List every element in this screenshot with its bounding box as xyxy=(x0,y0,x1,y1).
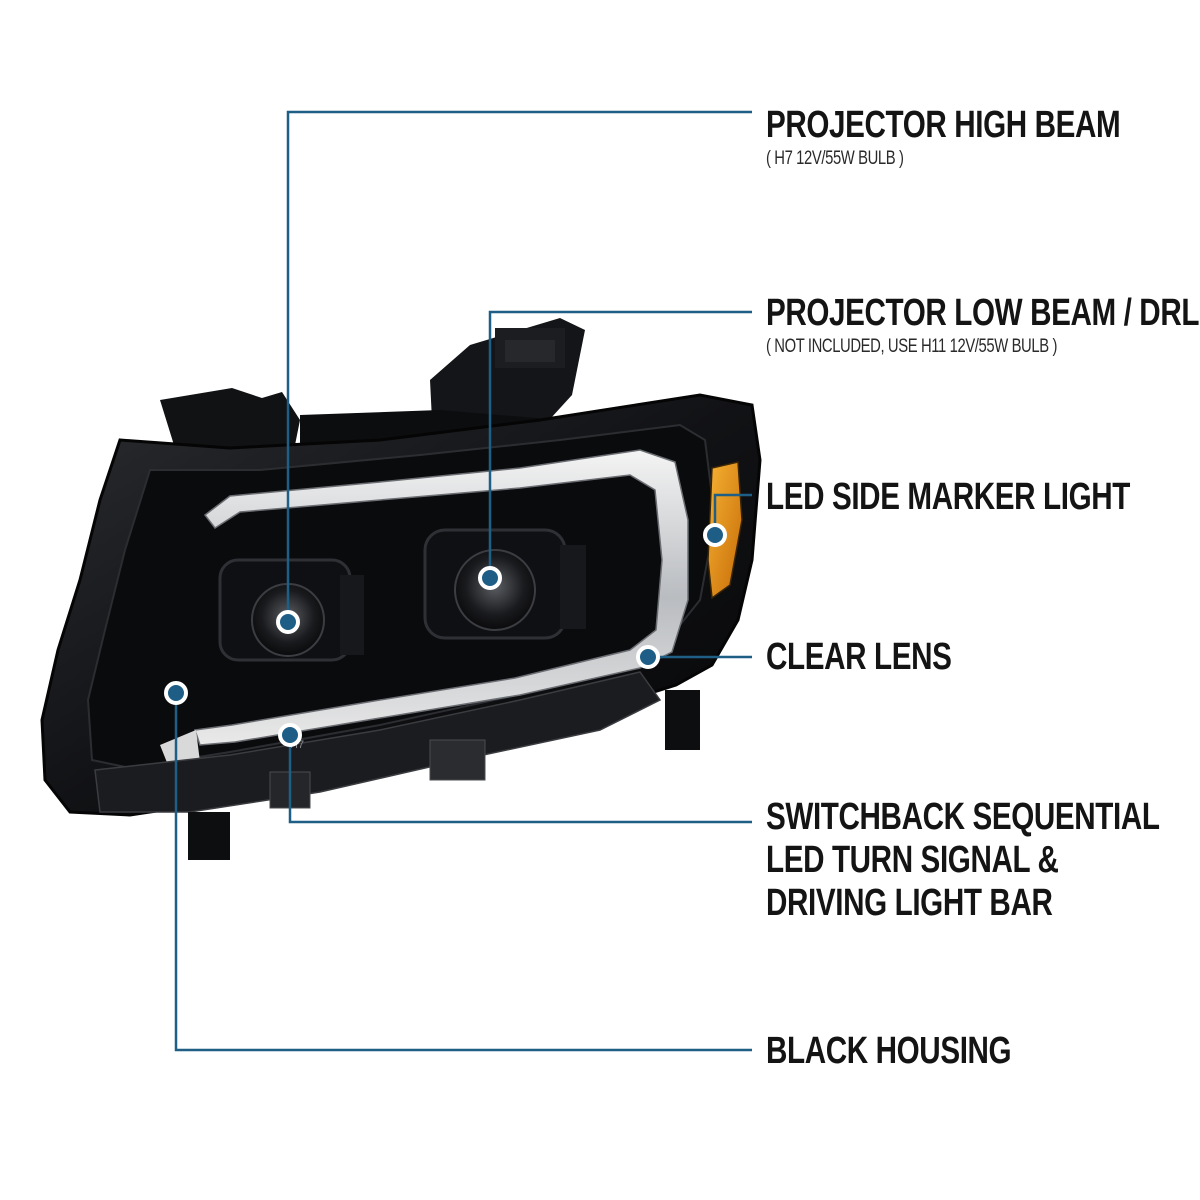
dot-high-beam xyxy=(276,610,300,634)
leader-switchback xyxy=(288,735,752,824)
label-switchback: SWITCHBACK SEQUENTIAL LED TURN SIGNAL & … xyxy=(766,796,1160,925)
label-high-beam: PROJECTOR HIGH BEAM ( H7 12V/55W BULB ) xyxy=(766,104,1121,170)
side-marker-title: LED SIDE MARKER LIGHT xyxy=(766,476,1130,518)
dot-clear-lens xyxy=(636,645,660,669)
leader-lines xyxy=(174,110,752,1052)
leader-black-housing xyxy=(174,693,752,1052)
dot-black-housing xyxy=(164,681,188,705)
leader-low-beam xyxy=(488,310,752,578)
leader-high-beam xyxy=(286,110,752,622)
low-beam-subtitle: ( NOT INCLUDED, USE H11 12V/55W BULB ) xyxy=(766,336,1058,357)
switchback-line-1: SWITCHBACK SEQUENTIAL xyxy=(766,796,1160,838)
low-beam-title: PROJECTOR LOW BEAM / DRL xyxy=(766,292,1200,334)
dot-switchback xyxy=(278,723,302,747)
high-beam-title: PROJECTOR HIGH BEAM xyxy=(766,104,1121,146)
label-clear-lens: CLEAR LENS xyxy=(766,636,952,678)
label-low-beam: PROJECTOR LOW BEAM / DRL ( NOT INCLUDED,… xyxy=(766,294,1199,358)
switchback-line-3: DRIVING LIGHT BAR xyxy=(766,882,1053,924)
dot-low-beam xyxy=(478,566,502,590)
leader-side-marker xyxy=(713,493,752,535)
black-housing-title: BLACK HOUSING xyxy=(766,1030,1012,1072)
callout-dots xyxy=(164,523,727,747)
bottom-mount-tab xyxy=(188,812,230,860)
label-side-marker: LED SIDE MARKER LIGHT xyxy=(766,478,1130,516)
side-mount-tab xyxy=(665,690,700,750)
switchback-line-2: LED TURN SIGNAL & xyxy=(766,839,1059,881)
dot-side-marker xyxy=(703,523,727,547)
high-beam-subtitle: ( H7 12V/55W BULB ) xyxy=(766,148,904,169)
label-black-housing: BLACK HOUSING xyxy=(766,1030,1012,1072)
projector-high-beam-unit xyxy=(218,558,364,662)
clear-lens-title: CLEAR LENS xyxy=(766,636,952,678)
projector-low-beam-unit xyxy=(423,528,586,640)
